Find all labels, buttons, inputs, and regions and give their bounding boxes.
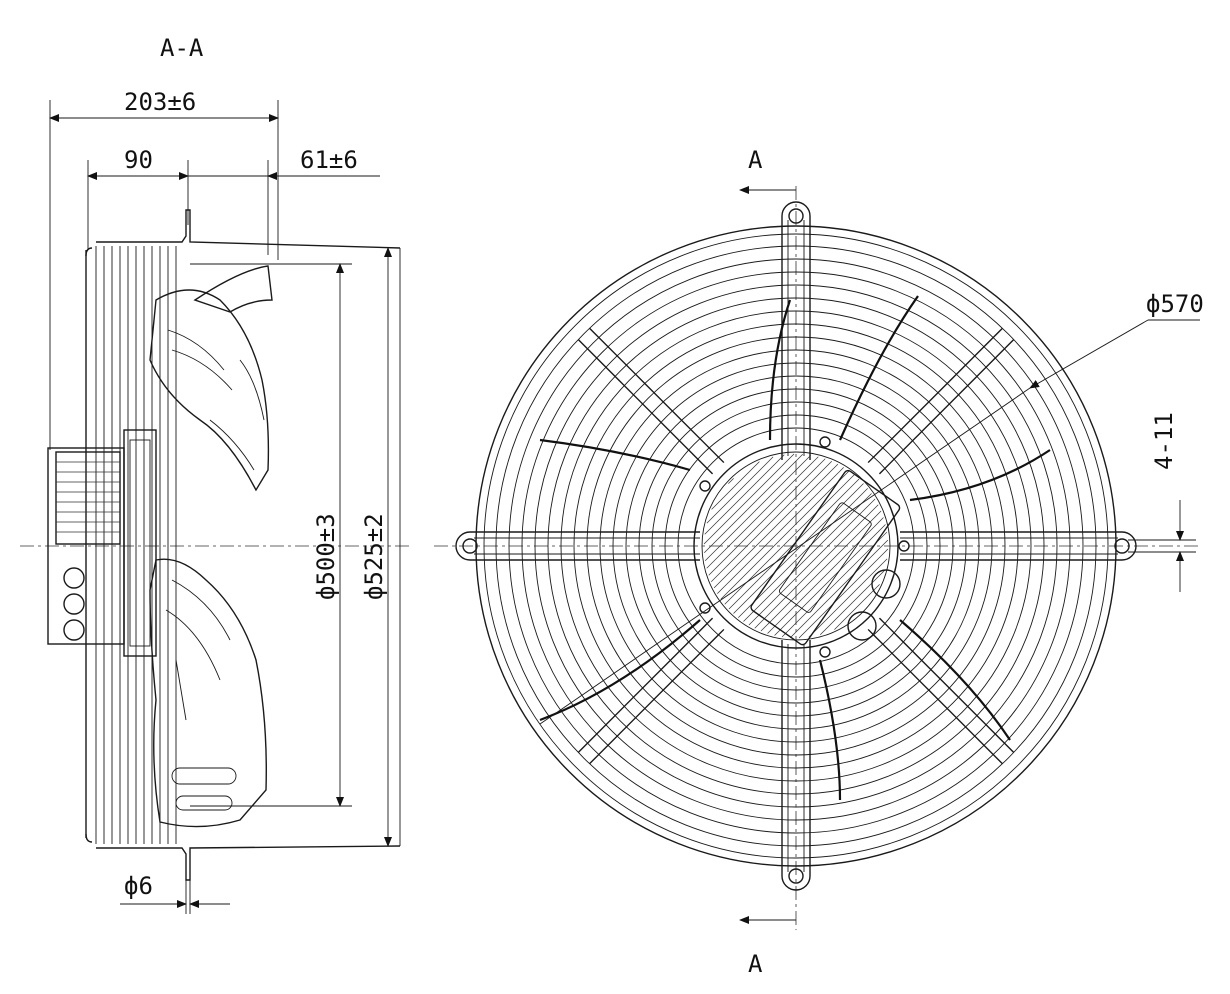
mount-hole-left <box>462 538 478 554</box>
guard-wire-ring <box>547 297 1045 795</box>
hub-hatch-line <box>781 531 888 638</box>
guard-outer-ring <box>475 225 1117 867</box>
cable-gland-2 <box>847 611 877 641</box>
mounting-arms <box>455 201 1137 891</box>
guard-wire-ring <box>495 245 1097 847</box>
hub-hatch-line <box>720 470 850 600</box>
guard-wire-ring <box>638 388 954 704</box>
guard-wire-ring <box>508 258 1084 834</box>
dim-guard-dia: ф570 <box>1146 290 1204 318</box>
upper-blade <box>149 265 273 492</box>
hub-hatch-line <box>754 504 879 629</box>
leader-guard-dia-through <box>539 387 1031 725</box>
guard-wire-ring <box>599 349 993 743</box>
guard-spoke-line <box>878 339 1015 475</box>
hub-hatch-line <box>733 483 864 614</box>
hub-bolt-5 <box>819 646 831 658</box>
hub-hatch-line <box>808 558 888 638</box>
hub-hatch-line <box>706 456 819 569</box>
front-view: A A ф570 4-11 <box>434 146 1204 978</box>
hub-hatch-line <box>748 498 876 626</box>
hub-bolt-3 <box>699 602 711 614</box>
hub-hatch-line <box>704 454 785 535</box>
housing-corner-bottom <box>85 833 93 843</box>
lower-blade <box>149 558 267 828</box>
blade-curves <box>539 295 1051 801</box>
section-mark-top: A <box>748 146 763 174</box>
guard-spokes <box>577 327 1015 765</box>
mount-hole-right <box>1114 538 1130 554</box>
cable-gland-1 <box>871 569 901 599</box>
guard-outer-ring-inner <box>483 233 1109 859</box>
dim-total-depth: 203±6 <box>124 88 196 116</box>
hub-bolt-2 <box>699 480 711 492</box>
hub-hatch <box>703 453 889 639</box>
section-mark-bottom: A <box>748 950 763 978</box>
hub-hatch-line <box>834 584 880 630</box>
dim-blade-offset: 61±6 <box>300 146 358 174</box>
guard-wire-ring <box>560 310 1032 782</box>
hub-hatch-line <box>708 458 826 576</box>
guard-wire-ring <box>612 362 980 730</box>
housing-corner-top <box>85 247 93 257</box>
dim-motor-depth: 90 <box>124 146 153 174</box>
hub-inner <box>701 451 891 641</box>
guard-wire-ring <box>625 375 967 717</box>
mount-hole-top <box>788 208 804 224</box>
hub-hatch-line <box>767 517 884 634</box>
guard-wire-ring <box>521 271 1071 821</box>
guard-spoke-line <box>867 327 1003 464</box>
hub-hatch-line <box>717 467 844 594</box>
hub-hatch-line <box>710 460 833 583</box>
dim-hole: ф6 <box>124 872 153 900</box>
hub-hatch-line <box>789 539 889 639</box>
hub-hatch-line <box>703 453 795 545</box>
guard-spoke-line <box>878 617 1015 753</box>
hub-hatch-line <box>711 461 760 510</box>
hub-hatch-line <box>728 478 734 484</box>
hub-hatch-line <box>820 570 885 635</box>
guard-wire-ring <box>677 427 915 665</box>
guard-ribs <box>95 246 177 844</box>
motor-block <box>47 429 157 657</box>
guard-spoke-line <box>867 628 1003 765</box>
terminal-box <box>750 469 901 646</box>
hub-bolt-4 <box>898 540 910 552</box>
hub-hatch-line <box>743 493 872 622</box>
hub-hatch-line <box>774 524 886 636</box>
housing-top-flange <box>96 209 401 249</box>
hub-outer <box>693 443 899 649</box>
dim-blade-dia: ф500±3 <box>312 513 340 600</box>
hub-hatch-line <box>738 488 868 618</box>
leader-guard-dia <box>1029 319 1149 389</box>
side-view: A-A 203±6 90 61±6 <box>20 34 410 914</box>
guard-wire-ring <box>651 401 941 691</box>
hub-hatch-line <box>713 463 839 589</box>
guard-spoke-line <box>577 617 714 753</box>
hub-hatch-line <box>704 454 812 562</box>
hub-hatch-line <box>704 454 803 553</box>
section-title: A-A <box>160 34 204 62</box>
dim-housing-dia: ф525±2 <box>360 513 388 600</box>
dim-holes: 4-11 <box>1150 412 1178 470</box>
guard-wire-ring <box>664 414 928 678</box>
guard-wire-ring <box>573 323 1019 769</box>
guard-spoke-line <box>577 339 714 475</box>
guard-wire-ring <box>534 284 1058 808</box>
guard-spoke-line <box>589 628 725 765</box>
hub-hatch-line <box>706 456 774 524</box>
mount-hole-bottom <box>788 868 804 884</box>
guard-wire-ring <box>586 336 1006 756</box>
hub-hatch-line <box>760 510 882 632</box>
guard-wires <box>495 245 1097 847</box>
hub-bolt-1 <box>819 436 831 448</box>
guard-spoke-line <box>589 327 725 464</box>
hub-hatch-line <box>798 548 889 639</box>
